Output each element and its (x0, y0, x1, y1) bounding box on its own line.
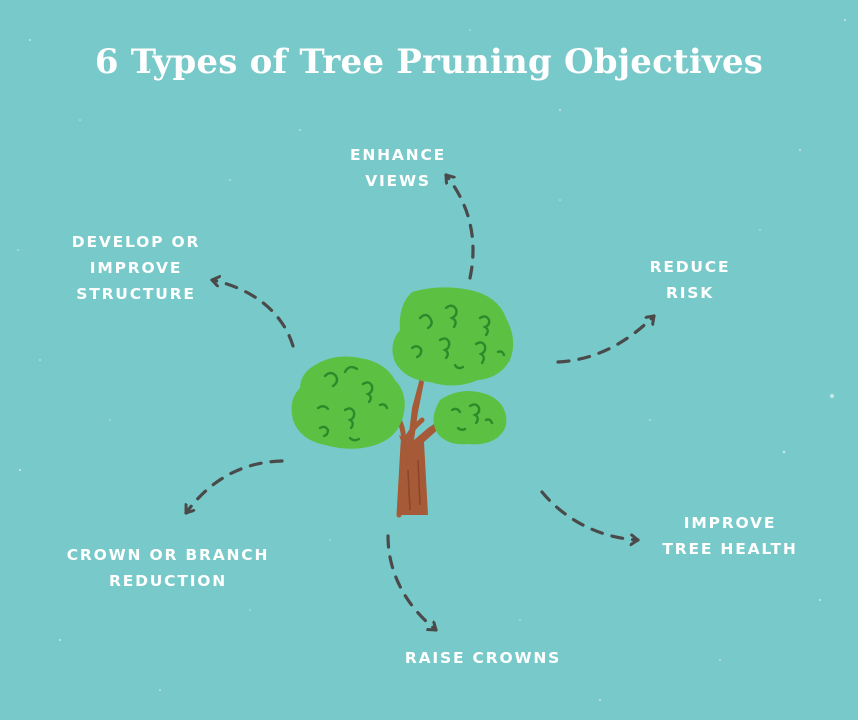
tree-icon (291, 287, 514, 518)
arrow-develop-structure (210, 280, 295, 348)
label-raise-crowns: RAISE CROWNS (404, 649, 562, 667)
arrow-crown-reduction (184, 459, 284, 515)
arrow-enhance-views (444, 173, 475, 280)
arrow-improve-health (540, 490, 640, 540)
arrow-raise-crowns (386, 534, 438, 632)
page-title: 6 Types of Tree Pruning Objectives (94, 42, 764, 82)
arrow-reduce-risk (556, 314, 656, 364)
